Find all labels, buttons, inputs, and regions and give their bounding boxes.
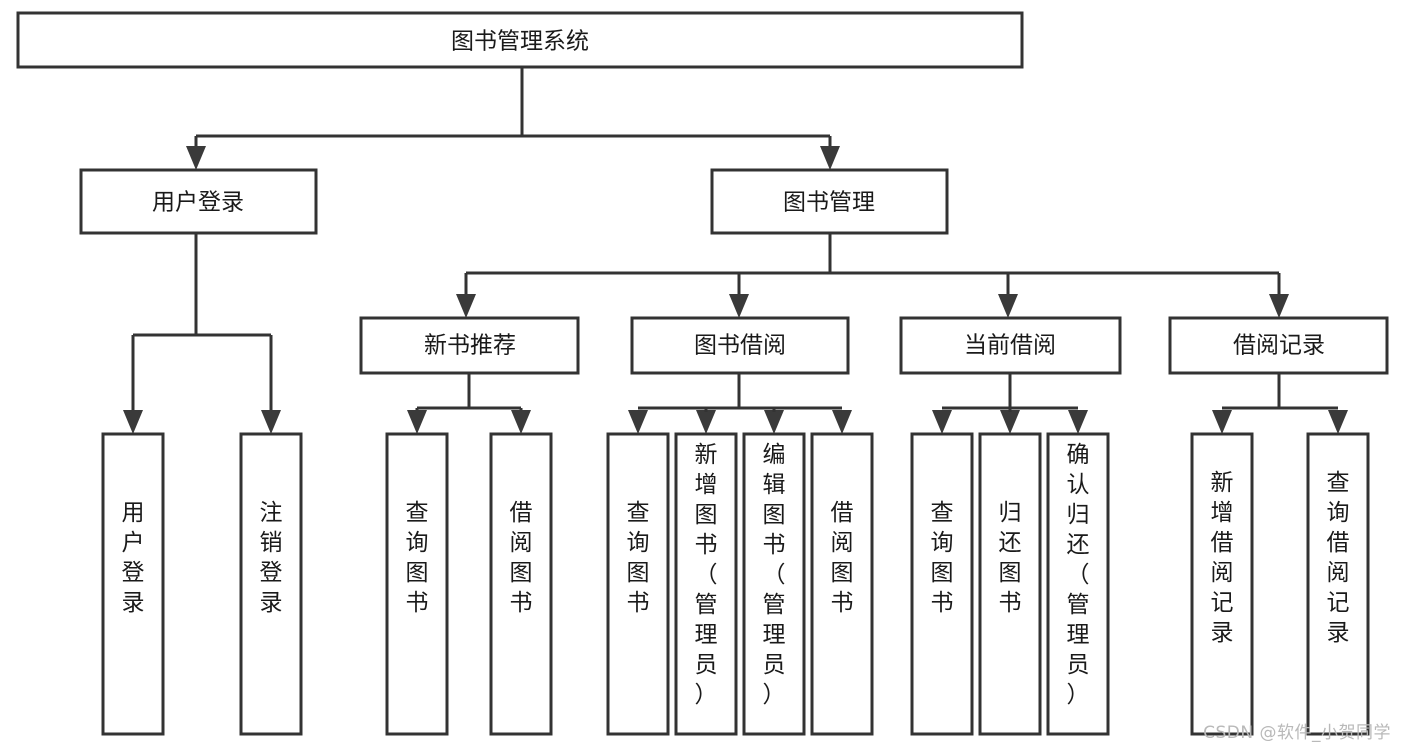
arrow-head-leaf-borrow-book-2 — [832, 410, 852, 434]
node-leaf-user-login-label: 用户登录 — [122, 500, 145, 616]
node-leaf-add-book-label: 新增图书（管理员） — [695, 442, 718, 708]
connector-group-new-book-recommend-to-leaves — [407, 373, 531, 434]
node-leaf-add-record-label: 新增借阅记录 — [1211, 470, 1234, 646]
node-leaf-query-book-1-box[interactable] — [385, 432, 449, 736]
node-book-borrow-box[interactable] — [630, 316, 850, 375]
node-leaf-query-book-1[interactable]: 查询图书 — [385, 432, 449, 736]
node-leaf-user-login-box[interactable] — [101, 432, 165, 736]
node-new-book-recommend-label: 新书推荐 — [424, 333, 516, 359]
node-leaf-logout-login[interactable]: 注销登录 — [239, 432, 303, 736]
node-new-book-recommend-box[interactable] — [359, 316, 580, 375]
node-book-management-box[interactable] — [710, 168, 949, 235]
node-root[interactable]: 图书管理系统 — [16, 11, 1024, 69]
node-leaf-edit-book[interactable]: 编辑图书（管理员） — [742, 432, 806, 736]
node-leaf-return-book[interactable]: 归还图书 — [978, 432, 1042, 736]
arrow-head-current-borrow — [998, 294, 1018, 318]
arrow-head-borrow-record — [1269, 294, 1289, 318]
connector-group-book-management-to-level3 — [456, 233, 1289, 318]
node-user-login-box[interactable] — [79, 168, 318, 235]
node-leaf-borrow-book-1[interactable]: 借阅图书 — [489, 432, 553, 736]
connector-group-root-to-level2 — [186, 67, 840, 170]
node-leaf-logout-login-label: 注销登录 — [260, 500, 283, 616]
node-leaf-query-record-label: 查询借阅记录 — [1327, 470, 1350, 646]
arrow-head-leaf-logout-login — [261, 410, 281, 434]
arrow-head-leaf-query-book-1 — [407, 410, 427, 434]
arrow-head-leaf-edit-book — [764, 410, 784, 434]
node-leaf-confirm-return-box[interactable] — [1046, 432, 1110, 736]
arrow-head-book-borrow — [729, 294, 749, 318]
node-leaf-borrow-book-2-box[interactable] — [810, 432, 874, 736]
arrow-head-leaf-query-book-3 — [932, 410, 952, 434]
node-leaf-borrow-book-2-label: 借阅图书 — [831, 500, 854, 616]
node-leaf-query-record-box[interactable] — [1306, 432, 1370, 736]
node-leaf-borrow-book-2[interactable]: 借阅图书 — [810, 432, 874, 736]
arrow-head-book-management — [820, 146, 840, 170]
node-leaf-return-book-label: 归还图书 — [999, 500, 1022, 616]
node-leaf-confirm-return[interactable]: 确认归还（管理员） — [1046, 432, 1110, 736]
node-book-borrow[interactable]: 图书借阅 — [630, 316, 850, 375]
arrow-head-leaf-add-book — [696, 410, 716, 434]
node-user-login[interactable]: 用户登录 — [79, 168, 318, 235]
node-leaf-add-record-box[interactable] — [1190, 432, 1254, 736]
node-leaf-query-record[interactable]: 查询借阅记录 — [1306, 432, 1370, 736]
arrow-head-leaf-add-record — [1212, 410, 1232, 434]
node-new-book-recommend[interactable]: 新书推荐 — [359, 316, 580, 375]
node-leaf-return-book-box[interactable] — [978, 432, 1042, 736]
node-root-label: 图书管理系统 — [451, 29, 589, 55]
connector-group-current-borrow-to-leaves — [932, 373, 1088, 434]
node-leaf-user-login[interactable]: 用户登录 — [101, 432, 165, 736]
arrow-head-leaf-query-book-2 — [628, 410, 648, 434]
node-leaf-add-book-box[interactable] — [674, 432, 738, 736]
node-leaf-query-book-2-label: 查询图书 — [627, 500, 650, 616]
node-leaf-query-book-3-label: 查询图书 — [931, 500, 954, 616]
node-leaf-query-book-3-box[interactable] — [910, 432, 974, 736]
node-borrow-record-label: 借阅记录 — [1233, 333, 1325, 359]
node-current-borrow[interactable]: 当前借阅 — [899, 316, 1122, 375]
node-book-borrow-label: 图书借阅 — [694, 333, 786, 359]
connector-group-borrow-record-to-leaves — [1212, 373, 1348, 434]
arrow-head-leaf-return-book — [1000, 410, 1020, 434]
node-leaf-add-record[interactable]: 新增借阅记录 — [1190, 432, 1254, 736]
node-current-borrow-box[interactable] — [899, 316, 1122, 375]
node-leaf-query-book-3[interactable]: 查询图书 — [910, 432, 974, 736]
node-leaf-edit-book-label: 编辑图书（管理员） — [763, 442, 786, 708]
arrow-head-new-book-recommend — [456, 294, 476, 318]
node-borrow-record[interactable]: 借阅记录 — [1168, 316, 1389, 375]
connector-group-user-login-to-leaves — [123, 233, 281, 434]
arrow-head-user-login — [186, 146, 206, 170]
arrow-head-leaf-borrow-book-1 — [511, 410, 531, 434]
node-leaf-query-book-2-box[interactable] — [606, 432, 670, 736]
node-leaf-borrow-book-1-box[interactable] — [489, 432, 553, 736]
node-leaf-edit-book-box[interactable] — [742, 432, 806, 736]
node-book-management-label: 图书管理 — [783, 190, 875, 216]
node-borrow-record-box[interactable] — [1168, 316, 1389, 375]
node-user-login-label: 用户登录 — [152, 190, 244, 216]
node-current-borrow-label: 当前借阅 — [964, 333, 1056, 359]
node-leaf-query-book-1-label: 查询图书 — [406, 500, 429, 616]
node-leaf-borrow-book-1-label: 借阅图书 — [510, 500, 533, 616]
node-leaf-add-book[interactable]: 新增图书（管理员） — [674, 432, 738, 736]
connector-group-book-borrow-to-leaves — [628, 373, 852, 434]
node-leaf-confirm-return-label: 确认归还（管理员） — [1067, 442, 1090, 708]
node-root-box[interactable] — [16, 11, 1024, 69]
node-book-management[interactable]: 图书管理 — [710, 168, 949, 235]
node-leaf-logout-login-box[interactable] — [239, 432, 303, 736]
arrow-head-leaf-query-record — [1328, 410, 1348, 434]
node-leaf-query-book-2[interactable]: 查询图书 — [606, 432, 670, 736]
arrow-head-leaf-confirm-return — [1068, 410, 1088, 434]
arrow-head-leaf-user-login — [123, 410, 143, 434]
